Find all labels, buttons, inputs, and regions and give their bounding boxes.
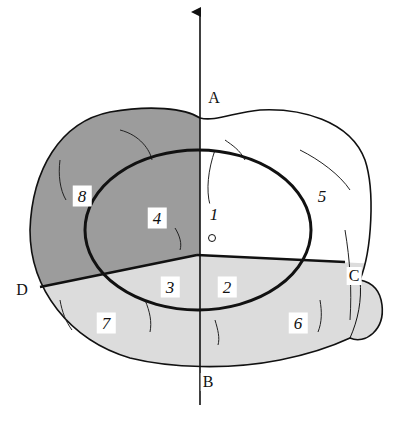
point-label: C <box>347 267 362 285</box>
point-label: B <box>201 373 216 391</box>
plateau-outline <box>30 108 382 366</box>
center-point <box>209 235 216 242</box>
axis-arrow <box>199 12 201 405</box>
central-ellipse <box>85 150 311 310</box>
fibula-contour <box>350 280 361 338</box>
callout-number: 2 <box>218 277 237 298</box>
callout-number: 7 <box>97 313 116 334</box>
callout-number: 6 <box>289 313 308 334</box>
radial-line-c <box>197 255 345 262</box>
point-label: A <box>206 89 222 107</box>
callout-number: 8 <box>73 186 92 207</box>
light-zone-left <box>0 255 200 422</box>
point-label: D <box>14 281 30 299</box>
callout-number: 5 <box>313 186 332 207</box>
light-zone-right <box>200 255 400 422</box>
callout-number: 1 <box>205 204 224 225</box>
callout-number: 4 <box>148 208 167 229</box>
dark-zone <box>0 0 200 295</box>
callout-number: 3 <box>161 277 180 298</box>
fracture-contours <box>59 130 351 345</box>
